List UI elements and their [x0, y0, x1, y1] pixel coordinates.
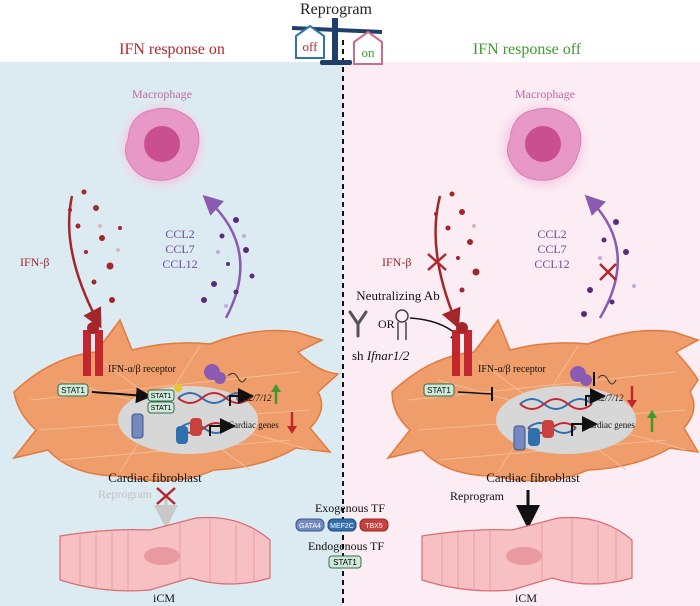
- endogenous-tf-label: Endogenous TF: [308, 539, 384, 553]
- svg-text:STAT1: STAT1: [151, 405, 172, 412]
- neutralizing-ab-label: Neutralizing Ab: [356, 288, 439, 303]
- right-panel-title: IFN response off: [473, 41, 582, 58]
- ccl-block-cross-right: [599, 263, 617, 281]
- stat1-inhibition-right: [457, 391, 493, 395]
- left-panel-title: IFN response on: [119, 41, 225, 58]
- svg-text:TBX5: TBX5: [365, 523, 383, 530]
- ccl2-label-left: CCL2: [165, 227, 194, 241]
- neutralizing-antibody-icon: [348, 310, 368, 338]
- block-cross-reprogram-left: [156, 487, 176, 505]
- svg-text:MEF2C: MEF2C: [330, 523, 354, 530]
- ccl7-label-left: CCL7: [165, 242, 194, 256]
- macrophage-label-left: Macrophage: [132, 87, 192, 101]
- legend-stat1: STAT1: [328, 555, 362, 569]
- icm-label-left: iCM: [153, 591, 175, 605]
- ccl-genes-label-right: Ccl2/7/12: [588, 393, 624, 403]
- stat1-dimer-left: STAT1 STAT1: [147, 384, 182, 414]
- fibroblast-label-right: Cardiac fibroblast: [486, 470, 580, 485]
- ribosome-right: [570, 366, 617, 386]
- ifn-beta-arrow-right: [434, 195, 461, 329]
- stat1-receptor-right: STAT1: [423, 383, 455, 397]
- icm-label-right: iCM: [515, 591, 537, 605]
- ccl12-label-right: CCL12: [534, 257, 569, 271]
- ifn-beta-label-left: IFN-β: [20, 255, 49, 269]
- ccl-arrow-left: [202, 194, 242, 319]
- cardiac-genes-label-right: Cardiac genes: [584, 420, 635, 430]
- ccl-dots-left: [201, 217, 255, 308]
- gene-promoter-arrow-right-2: [571, 416, 598, 436]
- receptor-label-left: IFN-α/β receptor: [108, 364, 176, 375]
- sh-ifnar-label: sh Ifnar1/2: [352, 348, 410, 363]
- ccl-down-arrowhead-right: [627, 400, 637, 408]
- ccl2-label-right: CCL2: [537, 227, 566, 241]
- ifn-dots-right: [434, 191, 480, 293]
- tbx5-tf-left: [190, 418, 202, 436]
- mef2c-tf-left: [176, 426, 188, 444]
- title-reprogram: Reprogram: [300, 1, 373, 18]
- or-label: OR: [378, 317, 395, 331]
- tbx5-tf-right: [542, 420, 554, 438]
- reprogram-label-left: Reprogram: [98, 487, 153, 501]
- balance-on-label: on: [362, 45, 376, 60]
- legend-gata4: GATA4: [295, 518, 325, 532]
- balance-off-label: off: [303, 39, 319, 54]
- macrophage-left: [114, 98, 210, 194]
- macrophage-label-right: Macrophage: [515, 87, 575, 101]
- ifn-receptor-right: [452, 322, 472, 376]
- mef2c-tf-right: [528, 428, 540, 446]
- ifn-beta-label-right: IFN-β: [382, 255, 411, 269]
- cardiac-genes-label-left: Cardiac genes: [228, 420, 279, 430]
- ifn-receptor-left: [83, 322, 103, 376]
- ccl-dots-right: [581, 219, 636, 317]
- stat1-receptor-left: STAT1: [57, 383, 89, 397]
- stat1-receptor-label-right: STAT1: [427, 386, 451, 395]
- ccl-up-arrowhead-left: [271, 384, 281, 392]
- ribosome-left: [204, 364, 247, 384]
- svg-text:GATA4: GATA4: [299, 523, 321, 530]
- cardiac-up-arrowhead-right: [647, 410, 657, 418]
- gata4-tf-right: [513, 425, 526, 451]
- gata4-tf-left: [131, 413, 144, 439]
- ifn-block-cross-right: [427, 253, 447, 271]
- gene-promoter-arrow-left-1: [229, 388, 254, 406]
- legend-tbx5: TBX5: [359, 518, 389, 532]
- reprogram-label-right: Reprogram: [450, 489, 505, 503]
- ccl7-label-right: CCL7: [537, 242, 566, 256]
- svg-text:STAT1: STAT1: [151, 393, 172, 400]
- balance-off-box: off: [295, 24, 325, 59]
- ccl-genes-label-left: Ccl2/7/12: [236, 393, 272, 403]
- svg-text:STAT1: STAT1: [333, 558, 357, 567]
- fibroblast-label-left: Cardiac fibroblast: [108, 470, 202, 485]
- gene-promoter-arrow-right-1: [585, 388, 606, 406]
- stat1-receptor-label-left: STAT1: [61, 386, 85, 395]
- exogenous-tf-label: Exogenous TF: [315, 501, 385, 515]
- shrna-hairpin-icon: [395, 309, 409, 340]
- balance-scale: off on: [291, 18, 383, 65]
- macrophage-right: [495, 98, 591, 194]
- icm-right: [421, 516, 633, 592]
- ifn-dots-left: [68, 189, 122, 303]
- cardiac-down-arrowhead-left: [287, 426, 297, 434]
- balance-on-box: on: [353, 30, 383, 65]
- ccl-arrow-right: [584, 194, 619, 319]
- gene-promoter-arrow-left-2: [209, 418, 236, 436]
- ccl12-label-left: CCL12: [162, 257, 197, 271]
- stat1-arrow-left: [91, 387, 152, 404]
- icm-left: [59, 516, 271, 592]
- receptor-label-right: IFN-α/β receptor: [478, 364, 546, 375]
- legend-mef2c: MEF2C: [327, 518, 357, 532]
